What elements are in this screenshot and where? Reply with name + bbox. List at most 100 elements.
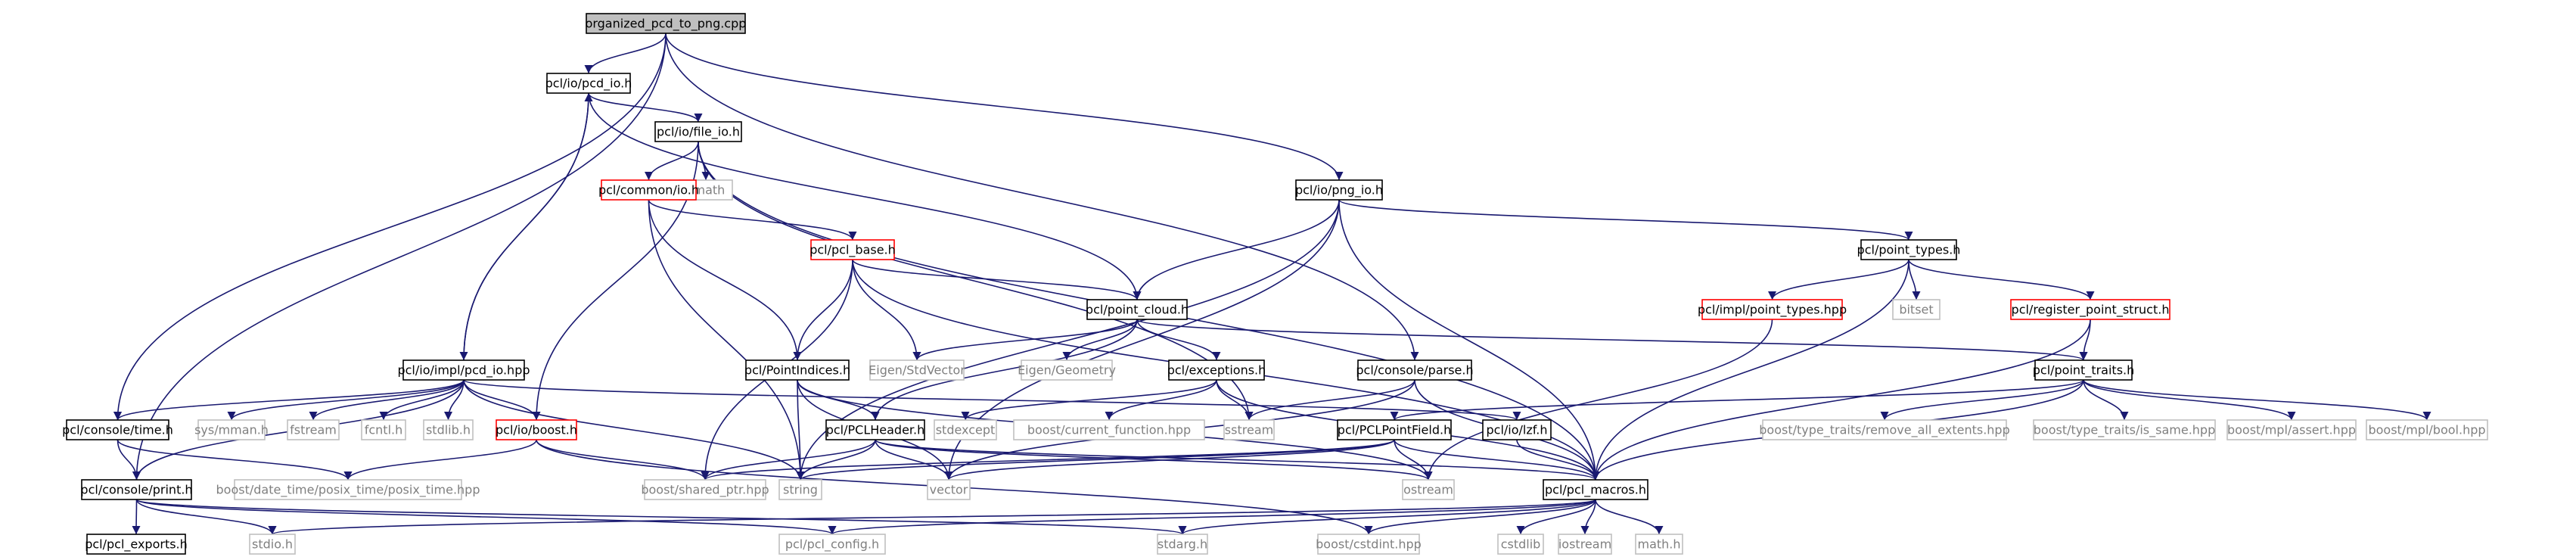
node-box: [601, 179, 697, 201]
node-box: [1860, 239, 1957, 260]
node-box: [810, 239, 895, 260]
node-point_traits[interactable]: pcl/point_traits.h: [2033, 359, 2135, 381]
node-mpl_assert: boost/mpl/assert.hpp: [2226, 419, 2357, 440]
node-box: [1357, 359, 1472, 381]
node-console_print[interactable]: pcl/console/print.h: [80, 479, 193, 500]
node-exceptions[interactable]: pcl/exceptions.h: [1167, 359, 1266, 381]
node-box: [1168, 359, 1265, 381]
node-label: Eigen/StdVector: [869, 363, 965, 378]
edge-pcl_header-to-shared_ptr: [701, 439, 876, 481]
node-label: math.h: [1637, 537, 1680, 552]
node-label: sys/mman.h: [194, 423, 269, 437]
edge-pcd_io-to-point_cloud: [588, 92, 1142, 300]
node-pcl_exports[interactable]: pcl/pcl_exports.h: [85, 534, 188, 555]
node-io_boost[interactable]: pcl/io/boost.h: [496, 419, 577, 440]
edge-point_indices-to-string: [796, 379, 805, 481]
node-label: sstream: [1225, 423, 1273, 437]
node-label: pcl/point_types.h: [1857, 243, 1961, 258]
edge-point_cloud-to-pcl_header: [871, 319, 1138, 421]
node-pcl_base[interactable]: pcl/pcl_base.h: [809, 239, 896, 260]
node-io_lzf[interactable]: pcl/io/lzf.h: [1482, 419, 1552, 440]
edges-layer: [113, 33, 2432, 535]
edge-console_time-to-posix_time: [117, 439, 353, 481]
edge-pcl_macros-to-stdarg: [1178, 499, 1596, 535]
node-label: vector: [930, 483, 968, 497]
node-box: [1013, 419, 1205, 440]
node-file_io[interactable]: pcl/io/file_io.h: [654, 121, 742, 142]
node-label: string: [783, 483, 818, 497]
edge-root-to-console_print: [132, 33, 667, 481]
edge-root-to-png_io: [665, 33, 1344, 181]
edge-pcl_macros-to-iostream: [1580, 499, 1596, 535]
node-label: iostream: [1558, 537, 1611, 552]
node-label: fstream: [290, 423, 337, 437]
node-label: stdlib.h: [426, 423, 471, 437]
node-label: fcntl.h: [365, 423, 403, 437]
node-point_cloud[interactable]: pcl/point_cloud.h: [1086, 299, 1189, 320]
node-pcl_macros[interactable]: pcl/pcl_macros.h: [1543, 479, 1648, 500]
node-label: pcl/point_traits.h: [2033, 363, 2135, 378]
node-box: [1892, 299, 1941, 320]
edge-pcd_io_hpp-to-fcntl: [379, 379, 465, 421]
node-box: [81, 479, 192, 500]
node-fcntl: fcntl.h: [361, 419, 406, 440]
edge-pcl_macros-to-stdio: [269, 499, 1596, 535]
node-stdio: stdio.h: [249, 534, 296, 555]
node-point_indices[interactable]: pcl/PointIndices.h: [744, 359, 850, 381]
edge-point_traits-to-mpl_assert: [2083, 379, 2296, 421]
node-box: [1223, 419, 1275, 440]
node-mpl_bool: boost/mpl/bool.hpp: [2366, 419, 2488, 440]
edge-console_print-to-pcl_exports: [132, 499, 141, 535]
edge-pcl_macros-to-pcl_config: [828, 499, 1596, 535]
edge-common_io-to-string: [648, 199, 805, 481]
node-label: boost/current_function.hpp: [1027, 423, 1191, 438]
edge-png_io-to-point_types: [1338, 199, 1913, 241]
node-box: [825, 419, 925, 440]
node-box: [546, 73, 631, 94]
node-box: [1317, 534, 1420, 555]
node-box: [2033, 419, 2216, 440]
edge-pcl_point_field-to-string: [796, 439, 1395, 481]
node-label: stdio.h: [252, 537, 293, 552]
edge-point_cloud-to-eigen_geometry: [1062, 319, 1138, 361]
node-box: [197, 419, 266, 440]
node-label: boost/mpl/assert.hpp: [2227, 423, 2356, 437]
edge-point_types-to-register_point_struct: [1908, 259, 2095, 300]
node-root[interactable]: organized_pcd_to_png.cpp: [586, 13, 747, 34]
node-common_io[interactable]: pcl/common/io.h: [598, 179, 699, 201]
node-shared_ptr: boost/shared_ptr.hpp: [641, 479, 769, 500]
edge-point_cloud-to-exceptions: [1136, 319, 1221, 361]
node-point_types[interactable]: pcl/point_types.h: [1857, 239, 1961, 260]
node-label: Eigen/Geometry: [1018, 363, 1116, 378]
node-console_time[interactable]: pcl/console/time.h: [62, 419, 173, 440]
node-register_point_struct[interactable]: pcl/register_point_struct.h: [2010, 299, 2170, 320]
edge-pcd_io_hpp-to-stdlib: [443, 379, 465, 421]
node-pcl_point_field[interactable]: pcl/PCLPointField.h: [1337, 419, 1452, 440]
node-vector: vector: [927, 479, 971, 500]
node-box: [496, 419, 577, 440]
node-box: [654, 121, 742, 142]
node-box: [1543, 479, 1648, 500]
node-box: [66, 419, 169, 440]
edge-console_print-to-pcl_config: [135, 499, 837, 535]
edge-register_point_struct-to-pcl_macros: [1591, 319, 2091, 481]
edge-pcl_base-to-point_indices: [793, 259, 853, 361]
edge-console_print-to-stdio: [135, 499, 277, 535]
node-png_io[interactable]: pcl/io/png_io.h: [1295, 179, 1383, 201]
node-label: pcl/console/time.h: [62, 423, 173, 437]
node-label: organized_pcd_to_png.cpp: [586, 17, 747, 32]
node-box: [869, 359, 965, 381]
node-pcd_io[interactable]: pcl/io/pcd_io.h: [545, 73, 632, 94]
edge-pcl_macros-to-cstdlib: [1516, 499, 1596, 535]
node-box: [2226, 419, 2357, 440]
node-pcl_header[interactable]: pcl/PCLHeader.h: [825, 419, 925, 440]
node-sstream: sstream: [1223, 419, 1275, 440]
node-pcd_io_hpp[interactable]: pcl/io/impl/pcd_io.hpp: [397, 359, 530, 381]
node-label: pcl/register_point_struct.h: [2012, 303, 2170, 318]
node-label: pcl/pcl_config.h: [785, 537, 879, 552]
node-impl_point_types[interactable]: pcl/impl/point_types.hpp: [1698, 299, 1847, 320]
node-stdarg: stdarg.h: [1157, 534, 1208, 555]
node-box: [1762, 419, 2007, 440]
node-console_parse[interactable]: pcl/console/parse.h: [1356, 359, 1474, 381]
edge-exceptions-to-boost_current_function: [1105, 379, 1217, 421]
